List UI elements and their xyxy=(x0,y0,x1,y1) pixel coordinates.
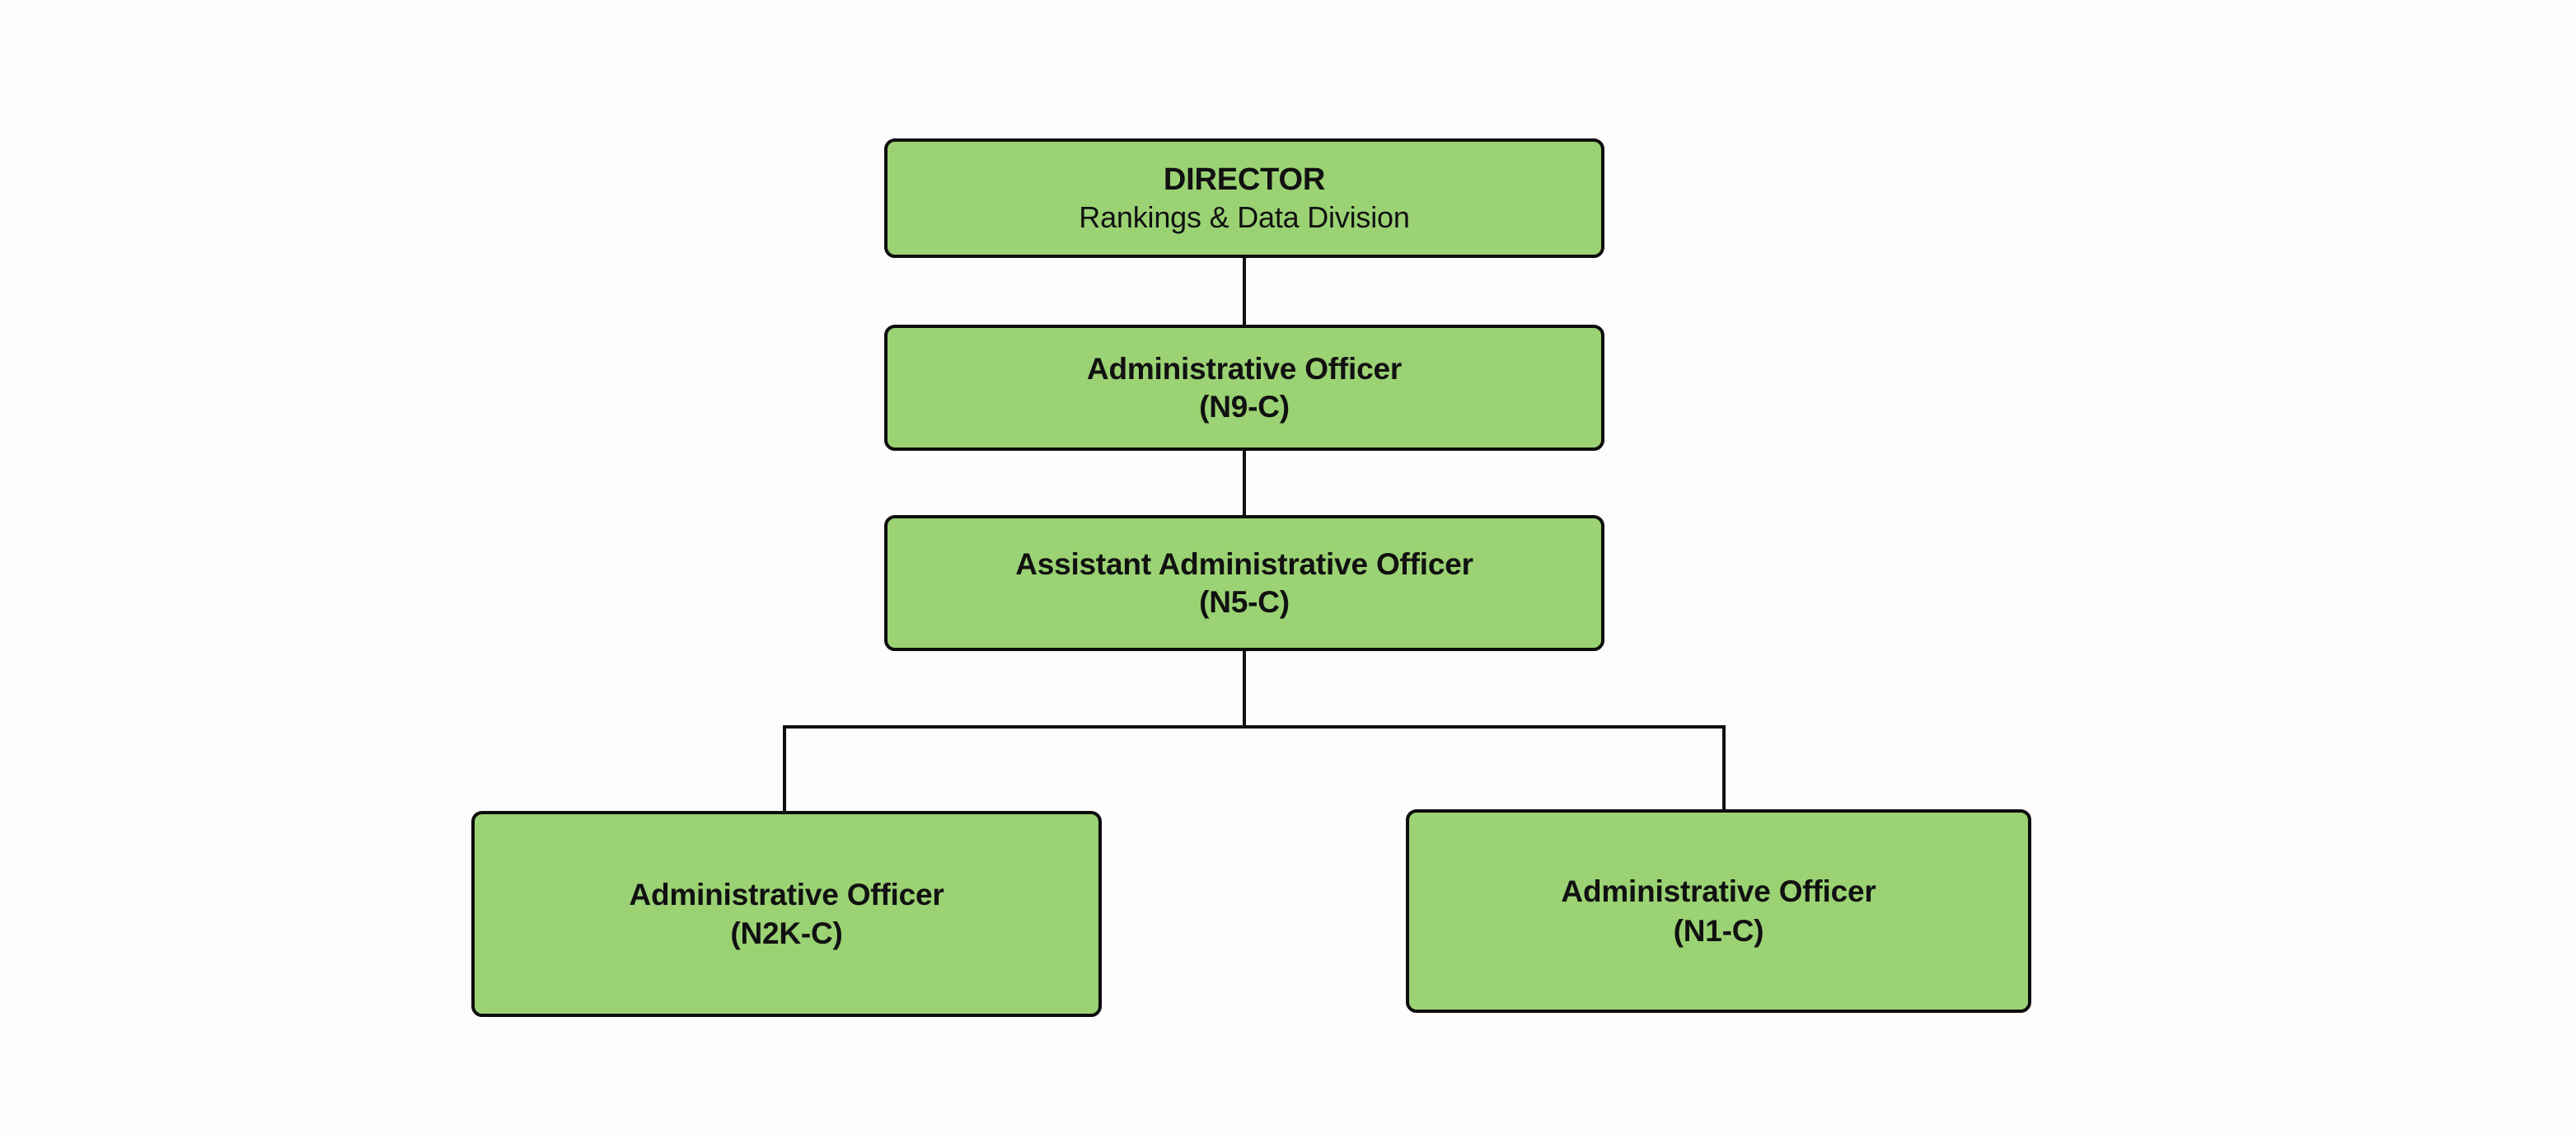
org-node-administrative-officer-n1c[interactable]: Administrative Officer (N1-C) xyxy=(1406,809,2031,1013)
connector-horizontal-bus xyxy=(783,725,1726,729)
org-node-director[interactable]: DIRECTOR Rankings & Data Division xyxy=(884,138,1604,258)
org-node-administrative-officer-n1c-code: (N1-C) xyxy=(1673,913,1764,948)
connector-director-to-admin-officer-n9 xyxy=(1243,256,1246,326)
connector-asst-admin-officer-n5-stem xyxy=(1243,649,1246,729)
org-node-administrative-officer-n2kc[interactable]: Administrative Officer (N2K-C) xyxy=(471,811,1102,1017)
org-node-assistant-administrative-officer-n5c-title: Assistant Administrative Officer xyxy=(1015,546,1473,581)
org-node-administrative-officer-n1c-title: Administrative Officer xyxy=(1561,874,1876,909)
org-node-director-title: DIRECTOR xyxy=(1163,162,1326,198)
connector-bus-to-admin-officer-n1 xyxy=(1722,725,1726,811)
connector-admin-officer-n9-to-asst-admin-officer-n5 xyxy=(1243,449,1246,517)
connector-bus-to-admin-officer-n2k xyxy=(783,725,786,813)
org-node-director-subtitle: Rankings & Data Division xyxy=(1079,199,1410,234)
org-node-administrative-officer-n9c-title: Administrative Officer xyxy=(1086,351,1403,386)
org-node-administrative-officer-n9c[interactable]: Administrative Officer (N9-C) xyxy=(884,325,1604,451)
org-node-administrative-officer-n2kc-code: (N2K-C) xyxy=(730,916,843,950)
org-node-administrative-officer-n2kc-title: Administrative Officer xyxy=(629,877,944,911)
org-node-assistant-administrative-officer-n5c-code: (N5-C) xyxy=(1199,585,1290,619)
org-node-administrative-officer-n9c-code: (N9-C) xyxy=(1199,390,1290,424)
org-node-assistant-administrative-officer-n5c[interactable]: Assistant Administrative Officer (N5-C) xyxy=(884,515,1604,651)
